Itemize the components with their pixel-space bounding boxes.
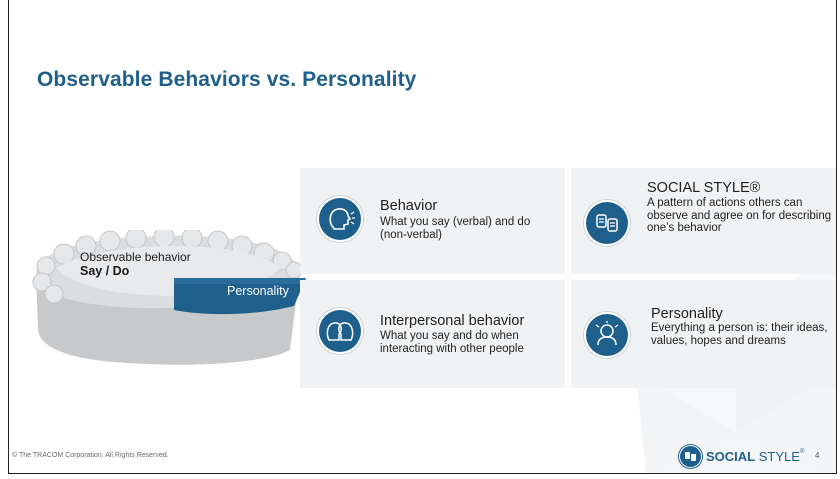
card-social-style: SOCIAL STYLE® A pattern of actions other… <box>571 168 836 274</box>
observable-behavior-label: Observable behavior <box>80 250 191 264</box>
copyright-footer: © The TRACOM Corporation. All Rights Res… <box>12 452 169 459</box>
card-title: Behavior <box>380 198 438 214</box>
card-text: What you say (verbal) and do (non-verbal… <box>380 216 531 241</box>
card-title: Personality <box>651 306 723 322</box>
person-thinking-icon <box>586 314 628 356</box>
slide-title: Observable Behaviors vs. Personality <box>37 68 417 91</box>
card-text: A pattern of actions others can observe … <box>647 197 832 234</box>
logo-trademark: ® <box>799 449 805 455</box>
card-text: Everything a person is: their ideas, val… <box>651 322 828 347</box>
card-title: Interpersonal behavior <box>380 313 525 329</box>
card-text: What you say and do when interacting wit… <box>380 330 524 355</box>
personality-slice <box>174 278 306 315</box>
card-interpersonal-behavior: Interpersonal behavior What you say and … <box>300 280 565 388</box>
page-number: 4 <box>815 451 820 460</box>
head-speaking-icon <box>319 198 361 240</box>
hands-shaking-icon <box>586 202 628 244</box>
card-title: SOCIAL STYLE® <box>647 180 761 196</box>
logo-bold-text: SOCIAL <box>706 449 756 464</box>
card-behavior: Behavior What you say (verbal) and do (n… <box>300 168 565 274</box>
card-personality: Personality Everything a person is: thei… <box>571 280 836 388</box>
personality-slice-label: Personality <box>227 284 289 298</box>
two-heads-talking-icon <box>319 310 361 352</box>
say-do-label: Say / Do <box>80 264 130 278</box>
pie-illustration <box>32 230 306 365</box>
logo-mark-icon <box>680 446 701 467</box>
logo-light-text: STYLE <box>758 449 800 464</box>
